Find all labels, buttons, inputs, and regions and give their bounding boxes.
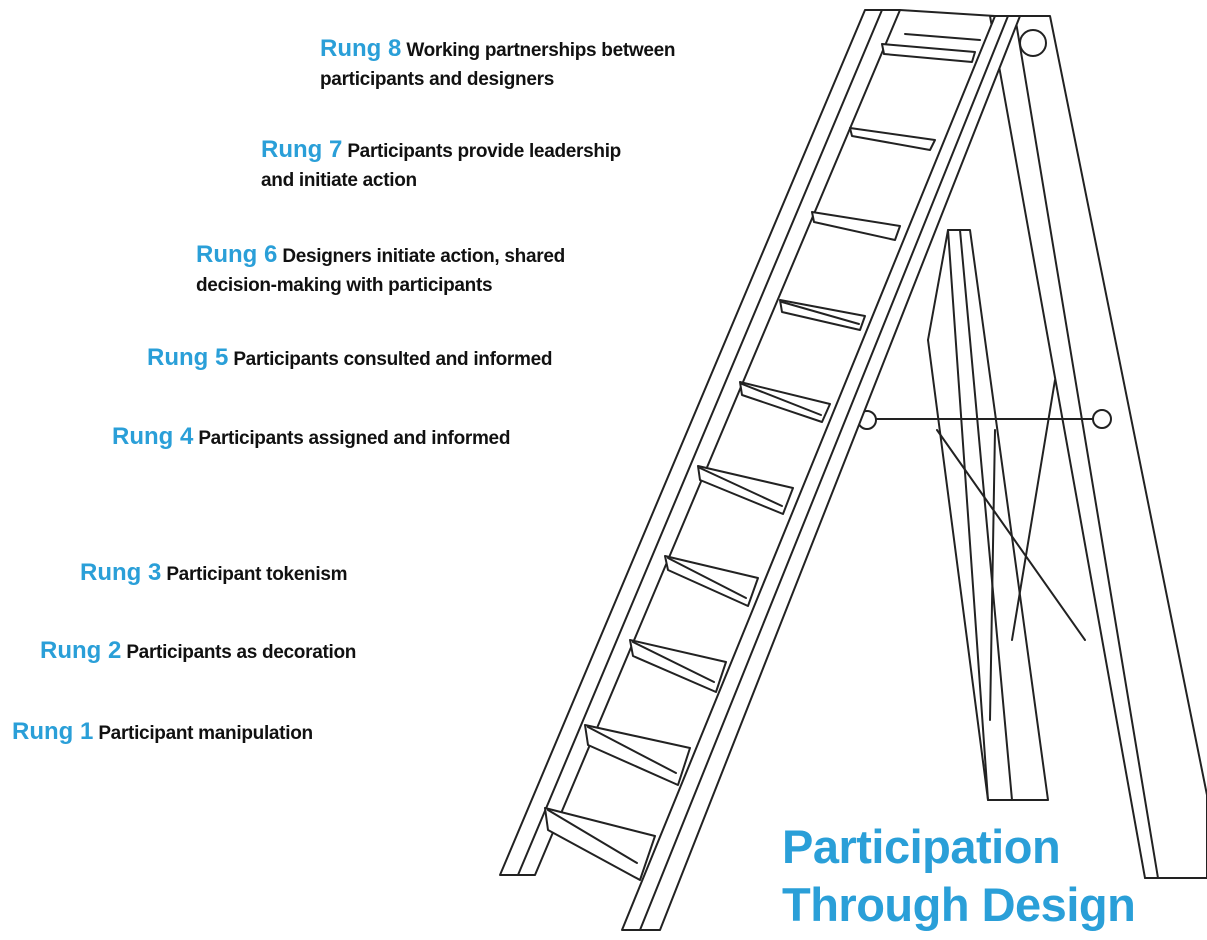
rung-description: Participants as decoration xyxy=(126,642,357,663)
rung-description: Working partnerships between xyxy=(406,40,676,61)
rung-8-label: Rung 8 Working partnerships between part… xyxy=(320,34,676,94)
rung-2-label: Rung 2 Participants as decoration xyxy=(40,636,356,667)
back-legs xyxy=(927,15,1207,879)
rung-7-label: Rung 7 Participants provide leadership a… xyxy=(261,135,621,195)
rung-description: Participant tokenism xyxy=(166,564,348,585)
hinge-circle xyxy=(1019,29,1047,57)
rung-description: Participants consulted and informed xyxy=(233,349,553,370)
rung-3-label: Rung 3 Participant tokenism xyxy=(80,558,348,589)
rung-description-line2: decision-making with participants xyxy=(196,275,493,296)
rung-number: Rung 4 xyxy=(112,423,194,450)
rung-description: Participants assigned and informed xyxy=(198,428,511,449)
rung-description: Participants provide leadership xyxy=(347,141,621,162)
rung-1-label: Rung 1 Participant manipulation xyxy=(12,717,313,748)
rung-6-label: Rung 6 Designers initiate action, shared… xyxy=(196,240,565,300)
rung-description-line2: and initiate action xyxy=(261,170,417,191)
rung-5-label: Rung 5 Participants consulted and inform… xyxy=(147,343,553,374)
rung-number: Rung 8 xyxy=(320,35,402,62)
rung-number: Rung 3 xyxy=(80,559,162,586)
title-line-2: Through Design xyxy=(782,878,1136,931)
front-stringer-right xyxy=(621,15,1021,931)
rung-description-line2: participants and designers xyxy=(320,69,554,90)
rung-description: Designers initiate action, shared xyxy=(282,246,565,267)
diagram-title: Participation Through Design xyxy=(782,818,1136,934)
front-stringer-left xyxy=(499,9,996,876)
title-line-1: Participation xyxy=(782,820,1061,873)
rung-number: Rung 7 xyxy=(261,136,343,163)
rung-number: Rung 1 xyxy=(12,718,94,745)
rung-number: Rung 5 xyxy=(147,344,229,371)
ladder-steps xyxy=(544,33,981,881)
rung-number: Rung 6 xyxy=(196,241,278,268)
rung-number: Rung 2 xyxy=(40,637,122,664)
rung-4-label: Rung 4 Participants assigned and informe… xyxy=(112,422,510,453)
rung-description: Participant manipulation xyxy=(98,723,313,744)
